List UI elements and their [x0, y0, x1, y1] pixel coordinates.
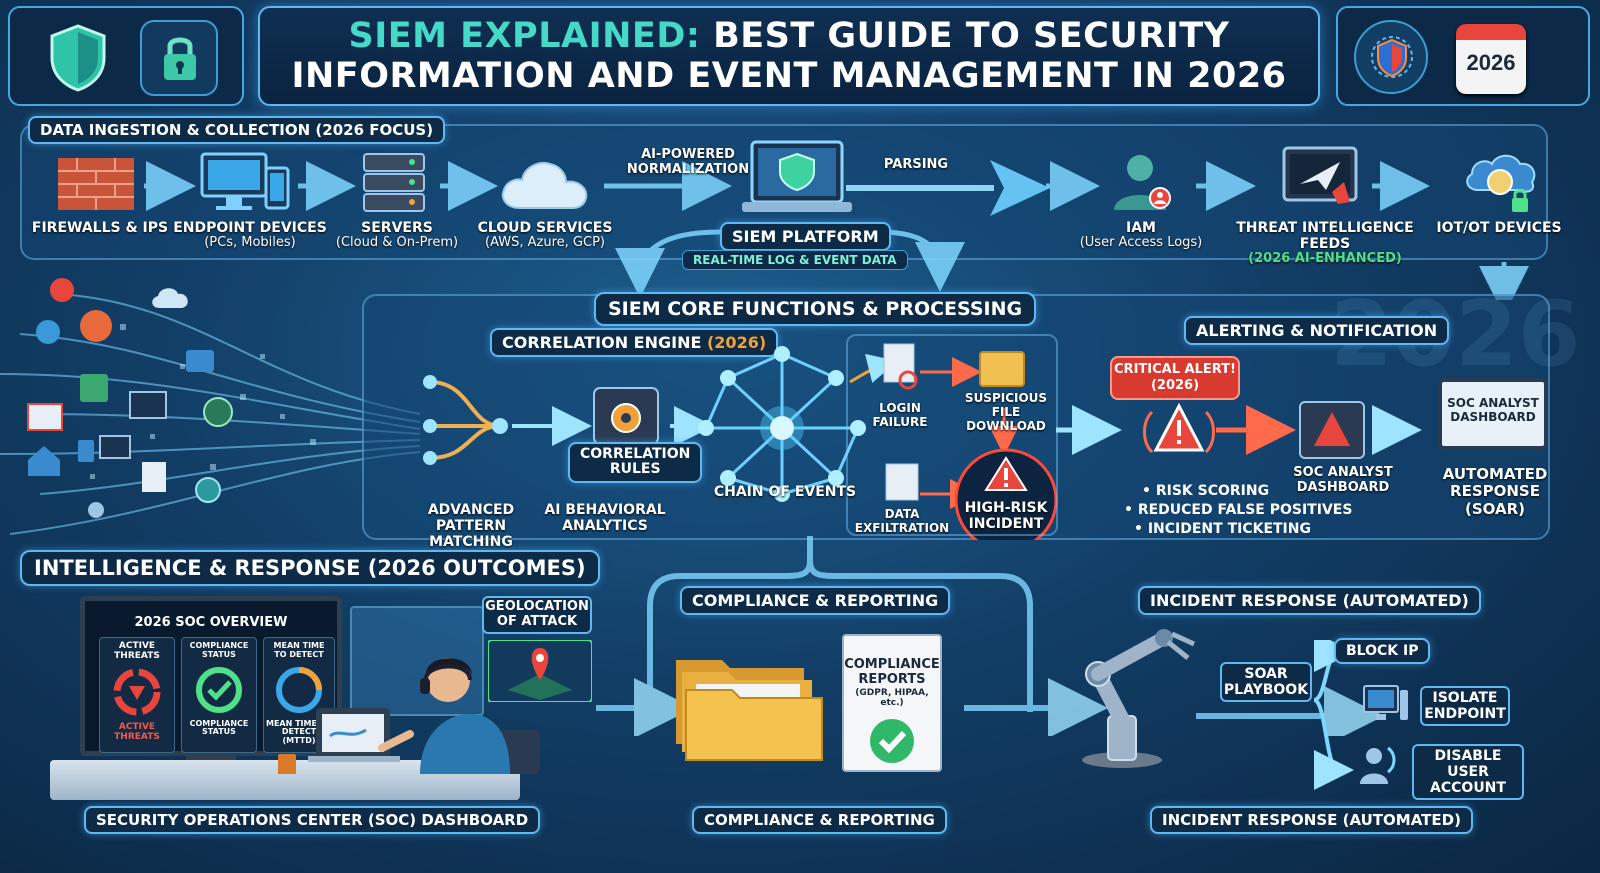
disable-user-icon [1360, 746, 1396, 784]
alerting-heading: ALERTING & NOTIFICATION [1184, 316, 1450, 345]
cloud-icon [501, 162, 588, 209]
data-stream-illustration [0, 278, 420, 535]
suspicious-download-label: SUSPICIOUS FILE DOWNLOAD [964, 391, 1048, 433]
compliance-status-card: COMPLIANCE STATUS COMPLIANCE STATUS [181, 637, 257, 753]
source-label-cloud: CLOUD SERVICES(AWS, Azure, GCP) [477, 220, 613, 251]
mttd-top-label: MEAN TIME TO DETECT [273, 641, 325, 659]
compliance-check-badge-icon [870, 718, 914, 763]
processing-graph [423, 343, 1058, 540]
action-disable-user: DISABLE USER ACCOUNT [1412, 744, 1524, 801]
server-icon [363, 153, 425, 212]
source-label-threat-intel: THREAT INTELLIGENCE FEEDS(2026 AI-ENHANC… [1236, 220, 1414, 267]
calendar-year: 2026 [1466, 50, 1516, 75]
ingestion-heading: DATA INGESTION & COLLECTION (2026 FOCUS) [28, 116, 446, 144]
incident-caption: INCIDENT RESPONSE (AUTOMATED) [1150, 806, 1473, 834]
compliance-heading: COMPLIANCE & REPORTING [680, 586, 951, 615]
world-map-screen [350, 606, 484, 716]
parsing-label: PARSING [883, 157, 949, 172]
compliance-check-icon [196, 666, 242, 713]
shield-icon [50, 24, 106, 92]
title-line-2: INFORMATION AND EVENT MANAGEMENT IN 2026 [291, 56, 1287, 96]
header-right-badges: 2026 [1336, 6, 1590, 106]
desktop-icon [1363, 685, 1408, 720]
siem-laptop-icon [742, 140, 852, 212]
source-label-iam: IAM(User Access Logs) [1079, 220, 1203, 251]
core-heading: SIEM CORE FUNCTIONS & PROCESSING [594, 292, 1037, 326]
login-failure-label: LOGIN FAILURE [872, 401, 928, 429]
title-accent: SIEM EXPLAINED: [348, 15, 701, 56]
correlation-rules-label: CORRELATION RULES [568, 442, 703, 483]
soar-playbook-label: SOAR PLAYBOOK [1220, 662, 1312, 703]
action-block-ip: BLOCK IP [1334, 638, 1431, 664]
soc-screen-label: SOC ANALYST DASHBOARD [1447, 396, 1539, 425]
calendar-icon: 2026 [1456, 24, 1526, 94]
critical-alert-bubble: CRITICAL ALERT! (2026) [1110, 356, 1240, 400]
active-threats-top-label: ACTIVE THREATS [114, 641, 160, 661]
critical-alert-year: (2026) [1150, 377, 1200, 393]
soc-overview-monitor: 2026 SOC OVERVIEW ACTIVE THREATS ACTIVE … [80, 596, 342, 756]
data-exfiltration-label: DATA EXFILTRATION [854, 507, 950, 535]
mttd-ring-icon [276, 666, 322, 713]
title-line-1-rest: BEST GUIDE TO SECURITY [700, 15, 1230, 56]
folders-icon [676, 660, 823, 761]
siem-platform-label: SIEM PLATFORM [720, 222, 891, 251]
page-title: SIEM EXPLAINED: BEST GUIDE TO SECURITY I… [258, 6, 1320, 106]
action-isolate-endpoint: ISOLATE ENDPOINT [1420, 686, 1510, 727]
source-label-firewalls: FIREWALLS & IPS [31, 220, 169, 236]
source-label-iot: IOT/OT DEVICES [1436, 220, 1562, 236]
bullet-false-positives: • REDUCED FALSE POSITIVES [1124, 501, 1353, 518]
active-threats-bottom-label: ACTIVE THREATS [114, 721, 160, 742]
analyst-illustration [278, 658, 540, 774]
header-left-badges [8, 6, 244, 106]
siem-platform-sublabel: REAL-TIME LOG & EVENT DATA [682, 250, 908, 270]
soc-dashboard-label: SOC ANALYST DASHBOARD [1293, 465, 1393, 495]
chain-of-events-label: CHAIN OF EVENTS [713, 484, 857, 500]
user-icon [1114, 155, 1171, 210]
active-threats-gauge-icon [113, 668, 161, 716]
soc-screen: SOC ANALYST DASHBOARD [1438, 378, 1548, 450]
compliance-caption: COMPLIANCE & REPORTING [692, 806, 947, 834]
compliance-status-bottom-label: COMPLIANCE STATUS [189, 718, 249, 737]
endpoint-devices-icon [200, 152, 290, 210]
bullet-risk-scoring: • RISK SCORING [1142, 483, 1270, 499]
geolocation-map-icon [488, 640, 592, 702]
compliance-report-sub: (GDPR, HIPAA, etc.) [855, 687, 929, 708]
network-shield-icon [1371, 36, 1413, 78]
high-risk-incident-label: HIGH-RISK INCIDENT [964, 500, 1048, 533]
correlation-engine-heading: CORRELATION ENGINE (2026) [490, 328, 779, 357]
ai-behavioral-label: AI BEHAVIORAL ANALYTICS [544, 502, 666, 535]
incident-heading: INCIDENT RESPONSE (AUTOMATED) [1138, 586, 1481, 615]
bottom-connectors [596, 536, 1384, 736]
alert-bullets: • RISK SCORING • REDUCED FALSE POSITIVES… [1124, 482, 1352, 539]
bullet-incident-ticketing: • INCIDENT TICKETING [1134, 520, 1311, 537]
title-line-1: SIEM EXPLAINED: BEST GUIDE TO SECURITY [349, 16, 1230, 56]
core-divider [846, 334, 1058, 536]
soc-overview-title: 2026 SOC OVERVIEW [134, 615, 288, 630]
intelligence-heading: INTELLIGENCE & RESPONSE (2026 OUTCOMES) [20, 550, 600, 586]
alert-flow [1056, 401, 1422, 459]
iot-icon [1466, 154, 1536, 212]
compliance-report-document: COMPLIANCE REPORTS (GDPR, HIPAA, etc.) [842, 634, 942, 772]
source-label-endpoint: ENDPOINT DEVICES(PCs, Mobiles) [173, 220, 327, 251]
robotic-arm-icon [1082, 629, 1196, 768]
geolocation-label: GEOLOCATION OF ATTACK [482, 596, 592, 634]
source-label-servers: SERVERS(Cloud & On-Prem) [335, 220, 459, 251]
automated-response-label: AUTOMATED RESPONSE (SOAR) [1442, 465, 1548, 518]
ai-normalization-label: AI-POWERED NORMALIZATION [626, 147, 750, 177]
padlock-icon [164, 37, 196, 80]
active-threats-card: ACTIVE THREATS ACTIVE THREATS [99, 637, 175, 753]
critical-alert-text: CRITICAL ALERT! [1114, 362, 1236, 377]
threat-intel-icon [1282, 146, 1358, 204]
pattern-matching-label: ADVANCED PATTERN MATCHING [427, 502, 515, 551]
compliance-report-title: COMPLIANCE REPORTS [844, 657, 940, 687]
soc-dashboard-caption: SECURITY OPERATIONS CENTER (SOC) DASHBOA… [84, 806, 541, 834]
compliance-status-top-label: COMPLIANCE STATUS [189, 641, 249, 659]
firewall-icon [58, 158, 134, 210]
ingestion-arrows [144, 160, 1529, 300]
